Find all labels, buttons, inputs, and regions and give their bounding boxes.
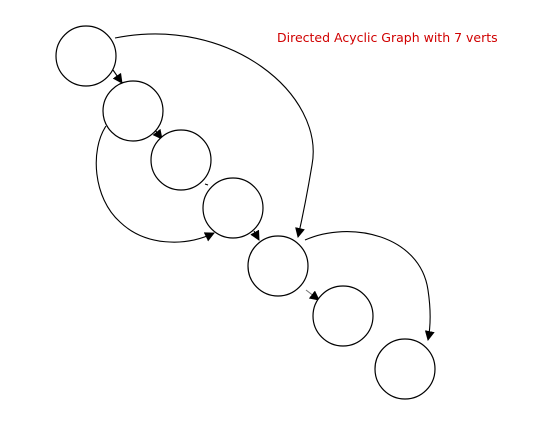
edge-v1-v5 [114,33,314,238]
vertex-v4 [202,177,264,239]
edge-v2-v4 [95,125,215,243]
vertex-v5 [247,235,309,297]
edges-layer [95,33,435,341]
edge-v4-v5 [250,229,260,241]
vertex-v3 [150,129,212,191]
edge-v1-v2 [112,69,123,84]
nodes-layer [55,25,436,400]
edge-v5-v7 [304,230,435,341]
vertex-v1 [55,25,117,87]
diagram-title: Directed Acyclic Graph with 7 verts [277,30,498,45]
edge-v5-v6 [305,289,320,301]
vertex-v6 [312,285,374,347]
vertex-v7 [374,338,436,400]
edge-v3-v4 [204,183,209,186]
vertex-v2 [102,80,164,142]
